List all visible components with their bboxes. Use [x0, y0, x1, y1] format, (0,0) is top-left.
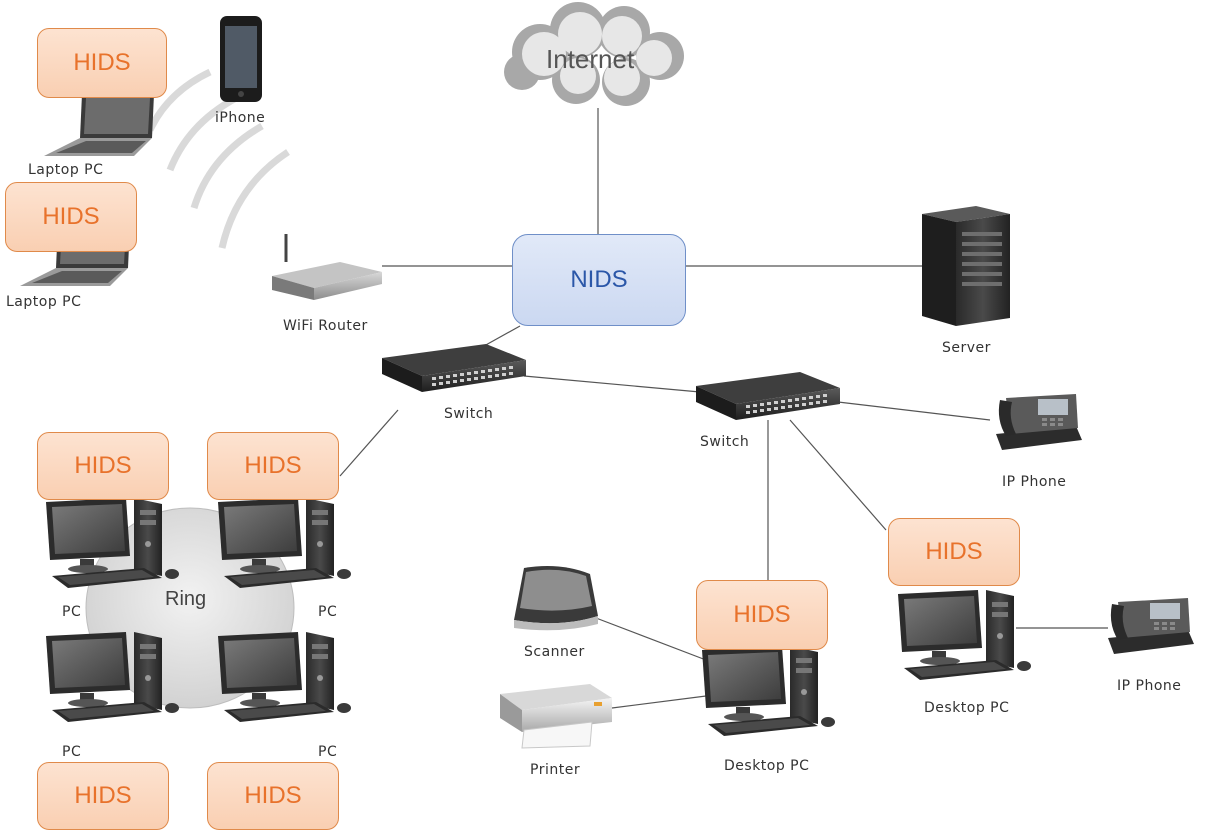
iphone-icon [220, 16, 262, 102]
printer-label: Printer [530, 762, 581, 778]
hids-box-laptop-top[interactable]: HIDS [37, 28, 167, 98]
desktop-pc-label: Desktop PC [924, 700, 1010, 716]
link-printer-desktop [611, 695, 707, 709]
ip-phone-label: IP Phone [1117, 678, 1182, 694]
hids-box-desktop-right[interactable]: HIDS [888, 518, 1020, 586]
hids-box-ring-pc-bottom-left[interactable]: HIDS [37, 762, 169, 830]
pc-icon [46, 632, 179, 722]
switch-label: Switch [700, 434, 750, 450]
pc-label: PC [318, 744, 338, 760]
scanner-icon [514, 566, 598, 631]
hids-box-ring-pc-top-right[interactable]: HIDS [207, 432, 339, 500]
switch-label: Switch [444, 406, 494, 422]
hids-box-desktop-center[interactable]: HIDS [696, 580, 828, 650]
connection-lines [339, 108, 1108, 709]
link-switch-ring [339, 409, 399, 477]
switch-icon [696, 372, 840, 420]
link-switch-ipphone [837, 401, 991, 421]
cloud-label: Internet [546, 44, 635, 74]
pc-label: PC [62, 744, 82, 760]
pc-icon [46, 498, 179, 588]
hids-box-laptop-bottom[interactable]: HIDS [5, 182, 137, 252]
wifi-signal-icon [146, 68, 290, 249]
wifi-router-icon [272, 234, 382, 300]
scanner-label: Scanner [524, 644, 585, 660]
laptop-label: Laptop PC [28, 162, 104, 178]
pc-label: PC [318, 604, 338, 620]
printer-icon [500, 684, 612, 749]
ip-phone-label: IP Phone [1002, 474, 1067, 490]
iphone-label: iPhone [215, 110, 266, 126]
server-label: Server [942, 340, 991, 356]
link-switch-desktop-right [789, 419, 887, 531]
link-switch-switch [523, 375, 701, 393]
pc-icon [218, 632, 351, 722]
laptop-label: Laptop PC [6, 294, 82, 310]
ip-phone-icon [1108, 598, 1194, 654]
switch-icon [382, 344, 526, 392]
desktop-pc-label: Desktop PC [724, 758, 810, 774]
nids-box[interactable]: NIDS [512, 234, 686, 326]
desktop-pc-icon [898, 590, 1031, 680]
hids-box-ring-pc-top-left[interactable]: HIDS [37, 432, 169, 500]
server-icon [922, 206, 1010, 326]
pc-label: PC [62, 604, 82, 620]
link-scanner-desktop [595, 617, 707, 661]
ring-label: Ring [165, 588, 207, 610]
link-nids-switch [483, 325, 521, 347]
ip-phone-icon [996, 394, 1082, 450]
hids-box-ring-pc-bottom-right[interactable]: HIDS [207, 762, 339, 830]
desktop-pc-icon [702, 646, 835, 736]
cloud-icon [504, 2, 684, 106]
wifi-router-label: WiFi Router [283, 318, 368, 334]
laptop-icon [44, 94, 154, 156]
